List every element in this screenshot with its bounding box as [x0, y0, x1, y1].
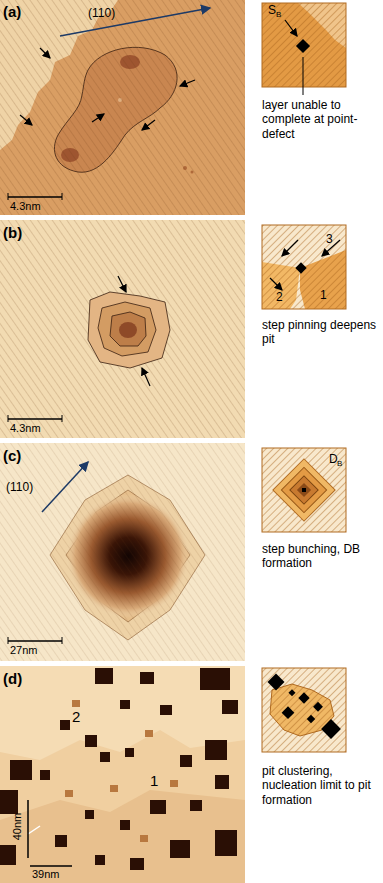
region-number: 2: [276, 290, 290, 304]
panel-label: (d): [3, 670, 43, 688]
terrace-number: 2: [72, 708, 88, 726]
subscript: B: [337, 459, 347, 469]
scale-label: 4.3nm: [10, 422, 60, 435]
caption-note: pit clustering, nucleation limit to pit …: [262, 764, 380, 807]
direction-label: (110): [6, 480, 46, 494]
panel-label: (c): [3, 447, 43, 465]
subscript: B: [276, 10, 286, 20]
scale-label: 39nm: [32, 868, 82, 881]
scale-label: 40nm: [11, 809, 24, 845]
region-number: 1: [320, 288, 334, 302]
scale-label: 27nm: [10, 644, 60, 657]
panel-label: (b): [3, 224, 43, 242]
terrace-number: 1: [150, 772, 166, 790]
direction-label: (110): [88, 6, 138, 20]
scale-label: 4.3nm: [10, 200, 60, 213]
caption-note: step pinning deepens pit: [262, 318, 380, 347]
caption-note: layer unable to complete at point-defect: [262, 98, 380, 141]
caption-note: step bunching, DB formation: [262, 542, 380, 571]
region-number: 3: [326, 232, 340, 246]
panel-label: (a): [3, 3, 43, 21]
